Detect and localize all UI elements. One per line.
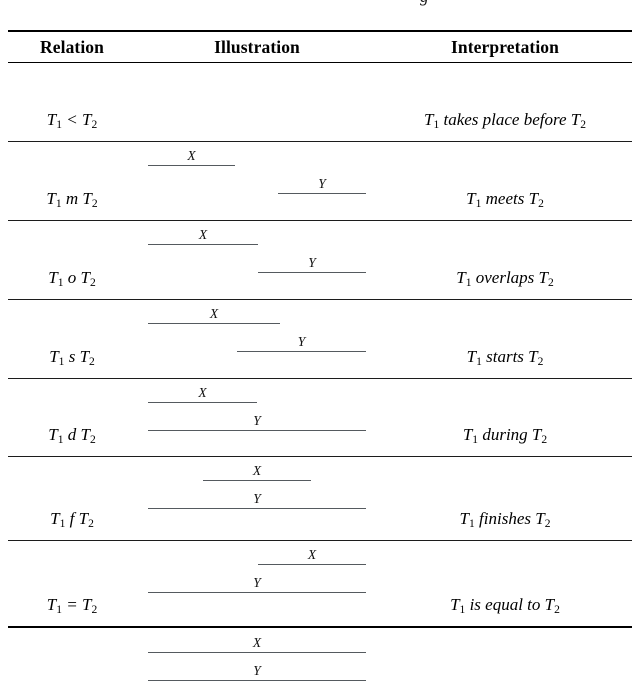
interval-label-y: Y: [253, 491, 261, 506]
table-bottom-rule: [8, 626, 632, 628]
interval-segment-x: [148, 652, 366, 653]
interval-segment-x: [258, 564, 366, 565]
clipped-caption-fragment: g: [420, 0, 429, 7]
interpretation-before: T1 takes place before T2: [423, 110, 587, 132]
interval-segment-x: [148, 323, 280, 324]
interval-segment-x: [148, 402, 257, 403]
interval-label-x: X: [307, 547, 317, 562]
relation-label-meets: T1 m T2: [46, 189, 98, 211]
interval-label-x: X: [209, 306, 219, 321]
relation-label-before: T1 < T2: [46, 110, 98, 132]
table-top-rule: [8, 30, 632, 32]
column-header-interpretation: Interpretation: [450, 36, 559, 57]
column-header-illustration: Illustration: [214, 36, 300, 57]
table-header-rule: [8, 62, 632, 63]
interpretation-overlaps: T1 overlaps T2: [456, 268, 554, 290]
interpretation-starts: T1 starts T2: [466, 347, 544, 369]
row-divider: [8, 220, 632, 221]
relation-label-overlaps: T1 o T2: [48, 268, 96, 290]
interpretation-equal: T1 is equal to T2: [450, 595, 560, 617]
relation-label-during: T1 d T2: [48, 425, 96, 447]
interval-label-x: X: [198, 227, 208, 242]
interval-label-x: X: [187, 148, 196, 163]
interval-segment-y: [278, 193, 366, 194]
table-row: T1 < T2 X Y T1 takes place before T2: [8, 63, 632, 194]
interval-label-y: Y: [253, 413, 261, 428]
interval-segment-y: [148, 592, 366, 593]
interval-label-y: Y: [297, 334, 306, 349]
table-row: T1 s T2 X Y T1 starts T2: [8, 300, 632, 431]
table-header-row: Relation Illustration Interpretation: [8, 32, 632, 62]
interval-segment-y: [258, 272, 366, 273]
interval-segment-y: [237, 351, 366, 352]
table-row: T1 m T2 X Y T1 meets T2: [8, 142, 632, 273]
relation-label-starts: T1 s T2: [49, 347, 95, 369]
interval-label-y: Y: [253, 663, 261, 678]
interval-label-x: X: [198, 385, 207, 400]
row-divider: [8, 378, 632, 379]
interpretation-meets: T1 meets T2: [466, 189, 544, 211]
column-header-relation: Relation: [40, 36, 104, 57]
interval-label-y: Y: [253, 575, 261, 590]
interval-label-x: X: [252, 463, 262, 478]
interval-segment-x: [203, 480, 311, 481]
interval-segment-x: [148, 244, 258, 245]
row-divider: [8, 299, 632, 300]
relation-label-finishes: T1 f T2: [50, 509, 94, 531]
row-divider: [8, 141, 632, 142]
allen-interval-relations-table: Relation Illustration Interpretation T1 …: [8, 30, 632, 681]
interval-segment-y: [148, 508, 366, 509]
interval-label-x: X: [252, 635, 262, 650]
interval-label-y: Y: [308, 255, 316, 270]
interval-segment-y: [148, 430, 366, 431]
interpretation-finishes: T1 finishes T2: [459, 509, 551, 531]
interpretation-during: T1 during T2: [462, 425, 548, 447]
table-row: T1 o T2 X Y T1 overlaps T2: [8, 221, 632, 352]
row-divider: [8, 456, 632, 457]
row-divider: [8, 540, 632, 541]
interval-segment-x: [148, 165, 235, 166]
relation-label-equal: T1 = T2: [46, 595, 98, 617]
interval-label-y: Y: [318, 176, 326, 191]
